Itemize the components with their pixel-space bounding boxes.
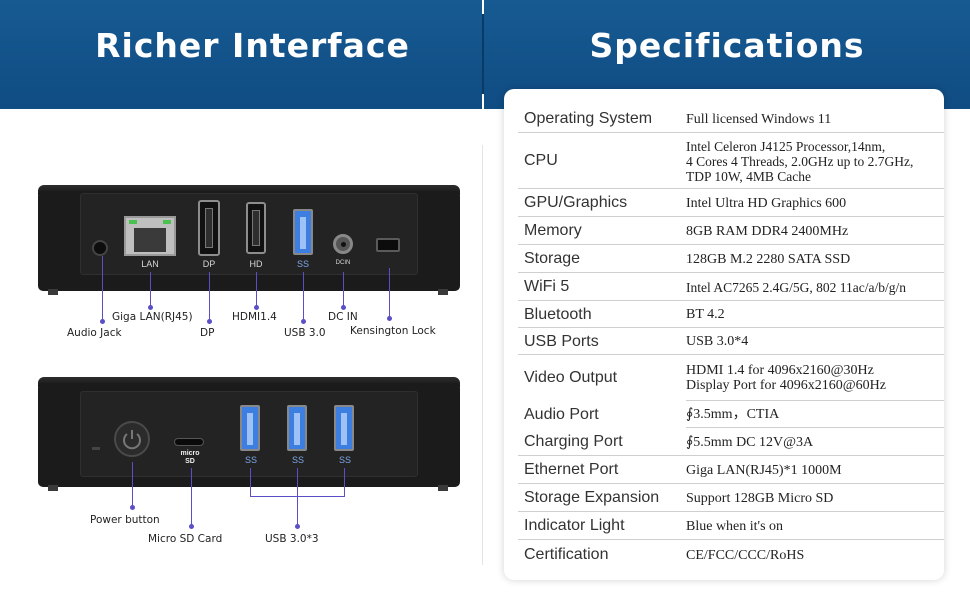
spec-value: Intel Ultra HD Graphics 600 <box>686 195 847 211</box>
usb-port-back <box>293 209 313 255</box>
spec-value: Support 128GB Micro SD <box>686 490 834 506</box>
lan-port <box>124 216 176 256</box>
spec-key: Ethernet Port <box>524 461 619 478</box>
spec-row: Storage Expansion Support 128GB Micro SD <box>518 484 944 512</box>
spec-value: Intel AC7265 2.4G/5G, 802 11ac/a/b/g/n <box>686 279 906 295</box>
spec-value: BT 4.2 <box>686 307 725 322</box>
header-band-left <box>0 0 482 109</box>
spec-value: 128GB M.2 2280 SATA SSD <box>686 251 851 267</box>
spec-key: CPU <box>524 152 558 169</box>
spec-key: WiFi 5 <box>524 278 570 295</box>
spec-row: Memory 8GB RAM DDR4 2400MHz <box>518 217 944 245</box>
power-button[interactable] <box>114 421 150 457</box>
usb-port-front-3-label: SS <box>338 455 351 465</box>
usb-port-front-1-label: SS <box>244 455 257 465</box>
section-title-specifications: Specifications <box>589 26 865 65</box>
spec-row: Audio Port ∮3.5mm，CTIA <box>518 401 944 428</box>
spec-value: ∮5.5mm DC 12V@3A <box>686 434 814 450</box>
spec-value: Giga LAN(RJ45)*1 1000M <box>686 462 842 478</box>
callout-micro-sd: Micro SD Card <box>148 533 223 545</box>
audio-jack-port <box>92 240 108 256</box>
spec-value: USB 3.0*4 <box>686 334 749 349</box>
spec-row: Operating System Full licensed Windows 1… <box>518 105 944 133</box>
displayport-port <box>198 200 220 256</box>
spec-key: Storage Expansion <box>524 489 660 506</box>
callout-usb-back: USB 3.0 <box>284 327 326 339</box>
usb-port-front-2 <box>287 405 307 451</box>
spec-value: Intel Celeron J4125 Processor,14nm, 4 Co… <box>686 138 914 184</box>
usb-port-front-1 <box>240 405 260 451</box>
hd-port-label: HD <box>249 259 263 269</box>
spec-row: Certification CE/FCC/CCC/RoHS <box>518 540 944 570</box>
usb-port-front-2-label: SS <box>291 455 304 465</box>
hdmi-port <box>246 202 266 254</box>
micro-sd-logo: micro SD <box>180 450 200 465</box>
spec-row: WiFi 5 Intel AC7265 2.4G/5G, 802 11ac/a/… <box>518 273 944 301</box>
dcin-port-label: DCIN <box>335 260 351 266</box>
spec-row: USB Ports USB 3.0*4 <box>518 328 944 355</box>
spec-value: Full licensed Windows 11 <box>686 111 832 127</box>
spec-key: Bluetooth <box>524 305 592 323</box>
spec-row: Indicator Light Blue when it's on <box>518 512 944 540</box>
callout-power-button: Power button <box>90 514 160 526</box>
header-divider <box>482 14 484 94</box>
lan-port-label: LAN <box>141 259 159 269</box>
usb-port-front-3 <box>334 405 354 451</box>
spec-row: Ethernet Port Giga LAN(RJ45)*1 1000M <box>518 456 944 484</box>
spec-value: Blue when it's on <box>686 518 784 534</box>
spec-key: Charging Port <box>524 433 623 450</box>
spec-row: GPU/Graphics Intel Ultra HD Graphics 600 <box>518 189 944 217</box>
usb-port-label-back: SS <box>296 259 309 269</box>
spec-row: Video Output HDMI 1.4 for 4096x2160@30Hz… <box>518 355 944 401</box>
callout-kensington-lock: Kensington Lock <box>350 325 436 337</box>
indicator-light <box>92 447 100 450</box>
spec-key: Video Output <box>524 369 618 386</box>
kensington-lock-slot <box>376 238 400 252</box>
callout-dp: DP <box>200 327 215 339</box>
callout-giga-lan: Giga LAN(RJ45) <box>112 311 193 323</box>
spec-row: CPU Intel Celeron J4125 Processor,14nm, … <box>518 133 944 189</box>
callout-dc-in: DC IN <box>328 311 358 323</box>
spec-value: ∮3.5mm，CTIA <box>686 407 780 422</box>
spec-value: CE/FCC/CCC/RoHS <box>686 547 805 563</box>
callout-usb-front: USB 3.0*3 <box>265 533 319 545</box>
dp-port-label: DP <box>202 259 216 269</box>
spec-row: Charging Port ∮5.5mm DC 12V@3A <box>518 428 944 456</box>
spec-key: Certification <box>524 546 609 563</box>
spec-key: Indicator Light <box>524 517 625 534</box>
body-divider <box>482 145 483 565</box>
spec-row: Storage 128GB M.2 2280 SATA SSD <box>518 245 944 273</box>
callout-audio-jack: Audio Jack <box>67 327 122 339</box>
spec-value: HDMI 1.4 for 4096x2160@30Hz Display Port… <box>686 363 886 393</box>
section-title-interface: Richer Interface <box>95 26 410 65</box>
specifications-card: Operating System Full licensed Windows 1… <box>504 89 944 580</box>
spec-row: Bluetooth BT 4.2 <box>518 301 944 328</box>
spec-value: 8GB RAM DDR4 2400MHz <box>686 223 849 239</box>
spec-key: Operating System <box>524 110 653 127</box>
spec-key: GPU/Graphics <box>524 194 628 211</box>
callout-hdmi: HDMI1.4 <box>232 311 277 323</box>
dc-in-port <box>333 234 353 254</box>
power-icon <box>123 430 141 450</box>
micro-sd-slot <box>174 438 204 446</box>
spec-key: USB Ports <box>524 332 599 350</box>
spec-key: Storage <box>524 250 581 267</box>
spec-key: Memory <box>524 222 582 239</box>
spec-key: Audio Port <box>524 405 599 423</box>
